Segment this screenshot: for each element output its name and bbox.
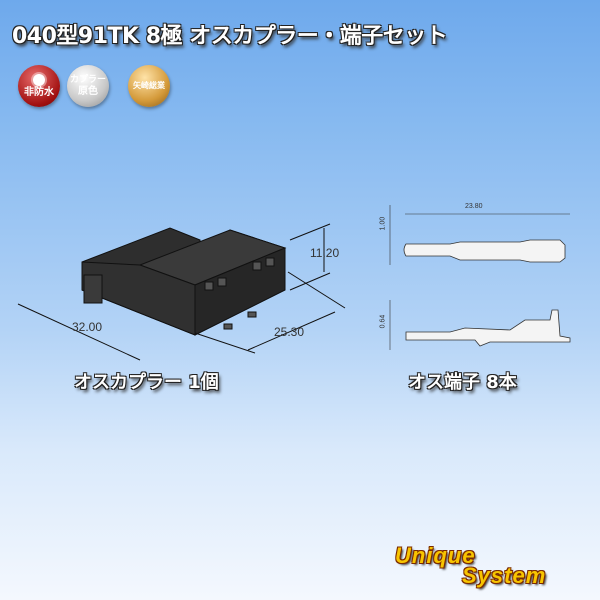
badge-label: カプラー: [69, 75, 106, 85]
terminal-length-dimension: 23.80: [465, 203, 483, 210]
coupler-illustration: [17, 223, 346, 361]
logo-line1: Unique: [395, 543, 476, 568]
terminal-illustration: [389, 205, 571, 350]
terminal-top-thickness-dimension: 1.00: [379, 216, 387, 231]
coupler-width-dimension: 25.30: [274, 325, 305, 339]
coupler-length-dimension: 32.00: [72, 320, 103, 334]
logo-line2: System: [462, 563, 547, 588]
non-waterproof-badge: 非防水: [18, 65, 60, 107]
badge-label: 非防水: [24, 86, 54, 98]
badge-label: 原色: [78, 86, 98, 97]
badge-label: 矢崎総業: [133, 81, 165, 90]
unique-system-logo-line2: System: [462, 563, 546, 589]
coupler-label: オスカプラー 1個: [74, 372, 219, 393]
terminal-label: オス端子 8本: [408, 372, 517, 393]
sun-icon: [33, 73, 45, 86]
coupler-height-dimension: 11.20: [310, 246, 340, 260]
unique-system-logo: Unique: [395, 543, 476, 569]
coupler-color-badge: カプラー 原色: [67, 65, 109, 107]
manufacturer-badge: 矢崎総業: [128, 65, 170, 107]
terminal-side-thickness-dimension: 0.64: [379, 314, 387, 329]
page-title: 040型91TK 8極 オスカプラー・端子セット: [12, 24, 448, 49]
